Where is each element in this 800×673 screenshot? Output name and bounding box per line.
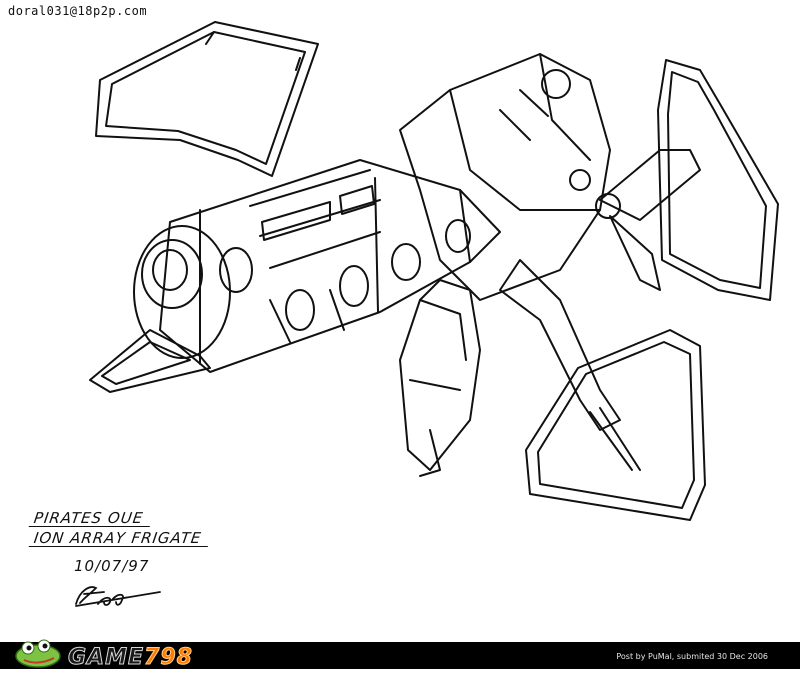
logo-wordmark: GAME798: [67, 645, 193, 670]
lower-thruster: [399, 279, 481, 477]
artist-signature: [75, 586, 161, 607]
caption-subtitle: ION ARRAY FRIGATE: [32, 529, 203, 547]
logo-text: GAME: [67, 645, 145, 670]
wing-strut-right: [599, 149, 701, 291]
central-hull: [399, 53, 621, 301]
caption-title: PIRATES OUE: [32, 509, 145, 527]
frog-mascot-icon: [15, 639, 61, 668]
footer-bar: [0, 642, 800, 669]
logo-number: 798: [144, 645, 193, 670]
post-credit: Post by PuMal, submited 30 Dec 2006: [616, 652, 768, 661]
caption-date: 10/07/97: [74, 557, 150, 575]
game798-logo: [14, 636, 66, 669]
lower-left-fin: [89, 329, 211, 393]
watermark-email: doral031@18p2p.com: [8, 4, 148, 18]
lower-right-wing: [525, 329, 706, 521]
upper-left-wing: [95, 21, 319, 177]
wing-strut-lower: [499, 259, 641, 471]
right-wing: [657, 59, 779, 301]
ion-cannon-barrel: [133, 159, 501, 373]
